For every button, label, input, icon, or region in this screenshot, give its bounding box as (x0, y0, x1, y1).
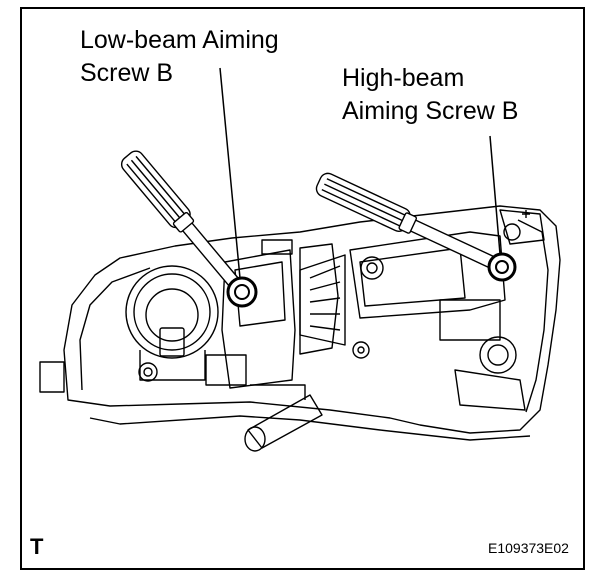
low-beam-label-line2: Screw B (80, 59, 174, 87)
low-beam-screw-label: Low-beam Aiming Screw B (80, 24, 279, 90)
high-beam-aiming-screw (487, 252, 517, 282)
low-beam-socket (125, 265, 219, 381)
figure-frame (20, 7, 585, 570)
high-beam-label-line2: Aiming Screw B (342, 97, 519, 125)
low-beam-screwdriver (120, 150, 243, 291)
corner-mark: T (30, 534, 44, 559)
high-beam-screwdriver (315, 172, 503, 272)
reflector-fins (299, 254, 346, 346)
connector-tube (247, 394, 323, 449)
low-beam-leader (219, 67, 241, 279)
figure-id: E109373E02 (488, 540, 569, 556)
high-beam-screw-label: High-beam Aiming Screw B (342, 62, 518, 128)
high-beam-leader (489, 135, 501, 255)
low-beam-aiming-screw (226, 276, 258, 308)
headlamp-housing (63, 205, 561, 434)
high-beam-label-line1: High-beam (342, 64, 465, 92)
low-beam-label-line1: Low-beam Aiming (80, 26, 279, 54)
